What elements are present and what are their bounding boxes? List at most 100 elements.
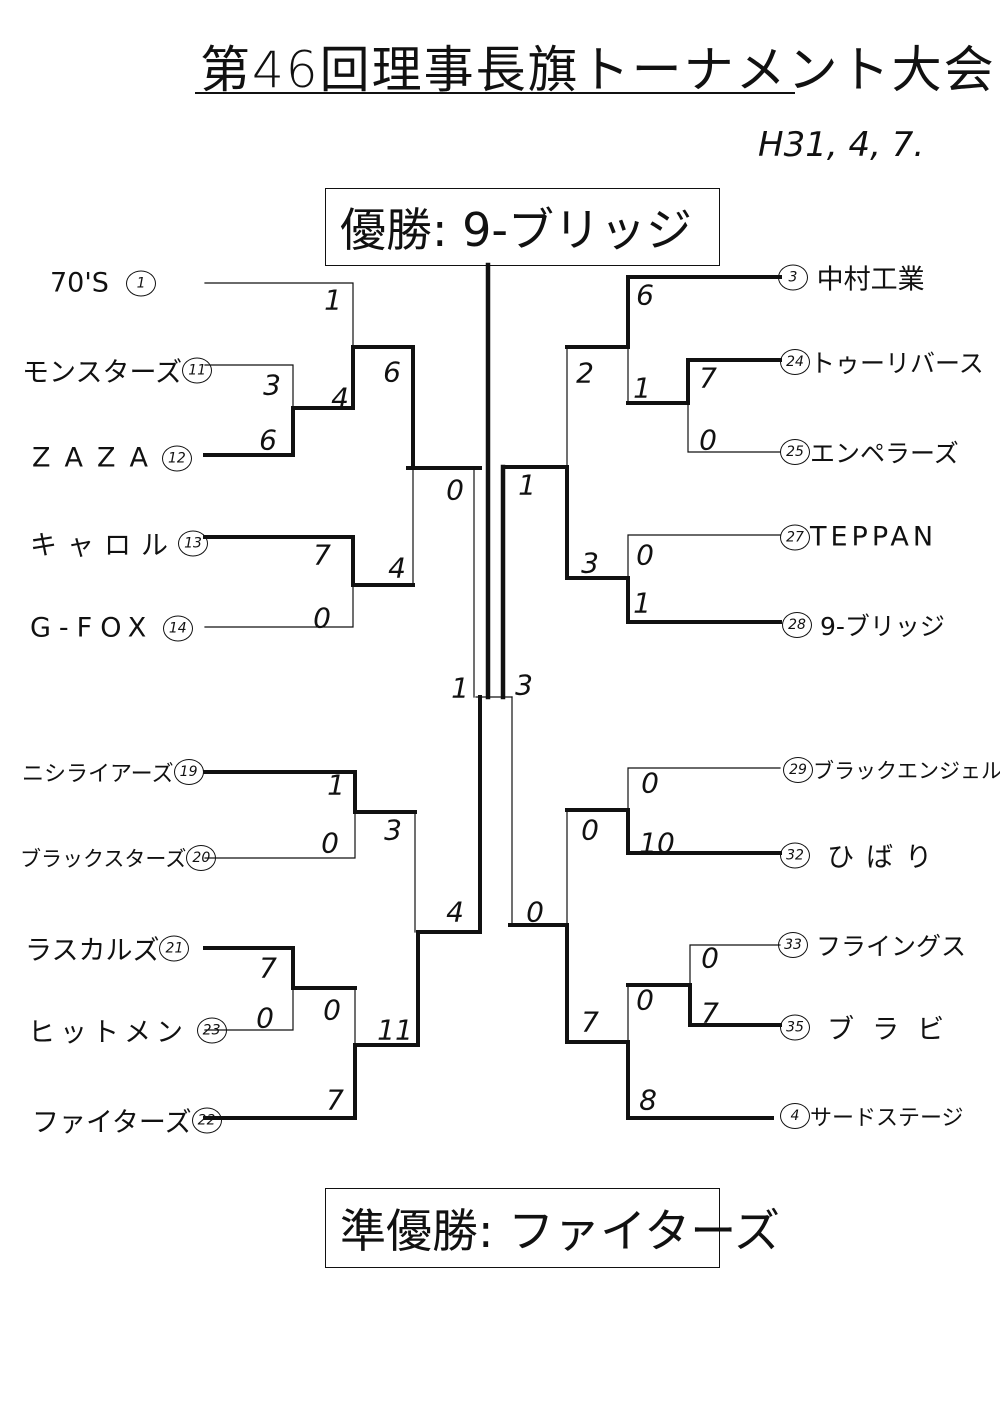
seed-badge: 35 — [780, 1014, 810, 1040]
score: 7 — [259, 951, 277, 985]
score: 0 — [636, 538, 654, 572]
score: 11 — [377, 1013, 413, 1047]
team-name: ヒットメン — [28, 1017, 188, 1049]
team-name: ラスカルズ — [25, 935, 160, 967]
score: 0 — [446, 473, 464, 507]
champion-team: 9-ブリッジ — [462, 203, 692, 257]
score: 0 — [256, 1001, 274, 1035]
score: 7 — [313, 538, 331, 572]
team-name: ブラビ — [827, 1014, 963, 1046]
seed-badge: 29 — [783, 757, 813, 783]
runner-up-team: ファイターズ — [508, 1204, 780, 1258]
team-name: 70'S — [50, 267, 109, 299]
date: H31, 4, 7. — [758, 125, 925, 165]
score: 7 — [581, 1005, 599, 1039]
score: 0 — [323, 993, 341, 1027]
team-right-5: 28 9-ブリッジ — [782, 607, 945, 643]
score: 10 — [639, 826, 675, 860]
score: 0 — [701, 941, 719, 975]
final-lines — [475, 262, 513, 700]
score: 4 — [388, 551, 406, 585]
score: 0 — [313, 601, 331, 635]
team-right-8: 33 フライングス — [778, 927, 966, 963]
right-bracket — [503, 275, 782, 1120]
score: 3 — [263, 368, 281, 402]
team-name: キャロル — [30, 530, 178, 562]
seed-badge: 25 — [780, 439, 810, 465]
score: 7 — [701, 996, 719, 1030]
runner-up-label: 準優勝: — [340, 1204, 494, 1258]
team-name: エンペラーズ — [810, 439, 959, 468]
score: 7 — [326, 1083, 344, 1117]
seed-badge: 27 — [780, 524, 810, 550]
score: 1 — [633, 586, 651, 620]
team-name: ニシライアーズ — [22, 762, 174, 787]
runner-up-box: 準優勝: ファイターズ — [325, 1188, 780, 1268]
seed-badge: 19 — [173, 759, 204, 785]
champion-label: 優勝: — [340, 203, 448, 257]
score: 1 — [324, 283, 342, 317]
seed-badge: 13 — [178, 530, 208, 556]
team-name: サードステージ — [810, 1106, 964, 1131]
score: 4 — [331, 381, 349, 415]
score: 0 — [641, 766, 659, 800]
score: 3 — [384, 813, 402, 847]
score: 8 — [639, 1083, 657, 1117]
left-bracket — [203, 282, 482, 1120]
seed-badge: 3 — [778, 264, 808, 290]
team-right-1: 3 中村工業 — [778, 258, 925, 297]
score: 0 — [321, 826, 339, 860]
team-name: ブラックエンジェル — [813, 759, 1000, 783]
team-right-9: 35 ブラビ — [780, 1008, 962, 1047]
score: 4 — [446, 895, 464, 929]
score: 0 — [636, 983, 654, 1017]
seed-badge: 23 — [196, 1017, 227, 1043]
score: 3 — [581, 546, 599, 580]
score: 6 — [636, 278, 654, 312]
team-name: ZAZA — [32, 442, 162, 474]
seed-badge: 1 — [126, 270, 157, 296]
team-name: ファイターズ — [32, 1107, 192, 1139]
team-name: 中村工業 — [816, 264, 925, 296]
score: 1 — [518, 468, 536, 502]
team-name: モンスターズ — [22, 357, 183, 389]
team-left-5: G-FOX 14 — [30, 613, 193, 644]
team-name: トゥーリバース — [810, 349, 984, 378]
score: 6 — [383, 355, 401, 389]
seed-badge: 20 — [186, 845, 217, 871]
seed-badge: 28 — [782, 612, 812, 638]
score: 0 — [526, 895, 544, 929]
score: 2 — [576, 356, 594, 390]
score: 1 — [327, 768, 345, 802]
seed-badge: 11 — [182, 357, 213, 383]
seed-badge: 4 — [780, 1103, 810, 1129]
seed-badge: 21 — [159, 935, 190, 961]
team-left-9: ヒットメン 23 — [28, 1011, 227, 1050]
team-left-1: 70'S 1 — [50, 267, 157, 299]
page-title: 第46回理事長旗トーナメント大会 — [200, 41, 996, 99]
score: 0 — [581, 813, 599, 847]
team-name: ひばり — [827, 842, 945, 874]
seed-badge: 22 — [191, 1107, 222, 1133]
team-name: 9-ブリッジ — [819, 612, 945, 641]
score-final-left: 1 — [451, 671, 469, 705]
team-right-7: 32 ひばり — [780, 836, 944, 875]
score: 7 — [699, 361, 717, 395]
score: 1 — [633, 371, 651, 405]
score: 0 — [699, 423, 717, 457]
seed-badge: 14 — [162, 615, 193, 641]
seed-badge: 33 — [778, 932, 808, 958]
seed-badge: 24 — [780, 349, 810, 375]
